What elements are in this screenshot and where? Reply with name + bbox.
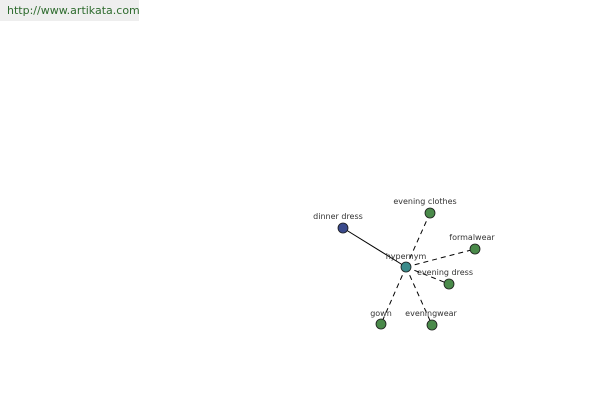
edge-formalwear — [405, 248, 476, 268]
node-gown[interactable] — [375, 318, 387, 330]
node-formalwear[interactable] — [469, 243, 481, 255]
label-evening-clothes: evening clothes — [393, 197, 456, 206]
label-dinner-dress: dinner dress — [313, 212, 363, 221]
edge-evening-dress — [405, 266, 450, 285]
labels-layer: dinner dress evening clothes formalwear eve… — [313, 197, 495, 318]
edge-gown — [380, 266, 407, 325]
node-center[interactable] — [400, 261, 412, 273]
edge-eveningwear — [405, 266, 433, 326]
nodes-layer — [337, 207, 481, 331]
label-evening-dress: evening dress — [417, 268, 473, 277]
label-gown: gown — [370, 309, 392, 318]
edge-dinner-dress — [342, 227, 407, 268]
edges-layer — [342, 212, 476, 326]
source-url[interactable]: http://www.artikata.com — [7, 4, 140, 17]
label-center: hypernym — [386, 252, 427, 261]
edge-evening-clothes — [405, 212, 431, 268]
node-evening-clothes[interactable] — [424, 207, 436, 219]
label-formalwear: formalwear — [449, 233, 495, 242]
source-url-bar: http://www.artikata.com — [0, 0, 140, 21]
label-eveningwear: eveningwear — [405, 309, 457, 318]
node-evening-dress[interactable] — [443, 278, 455, 290]
node-dinner-dress[interactable] — [337, 222, 349, 234]
node-eveningwear[interactable] — [426, 319, 438, 331]
